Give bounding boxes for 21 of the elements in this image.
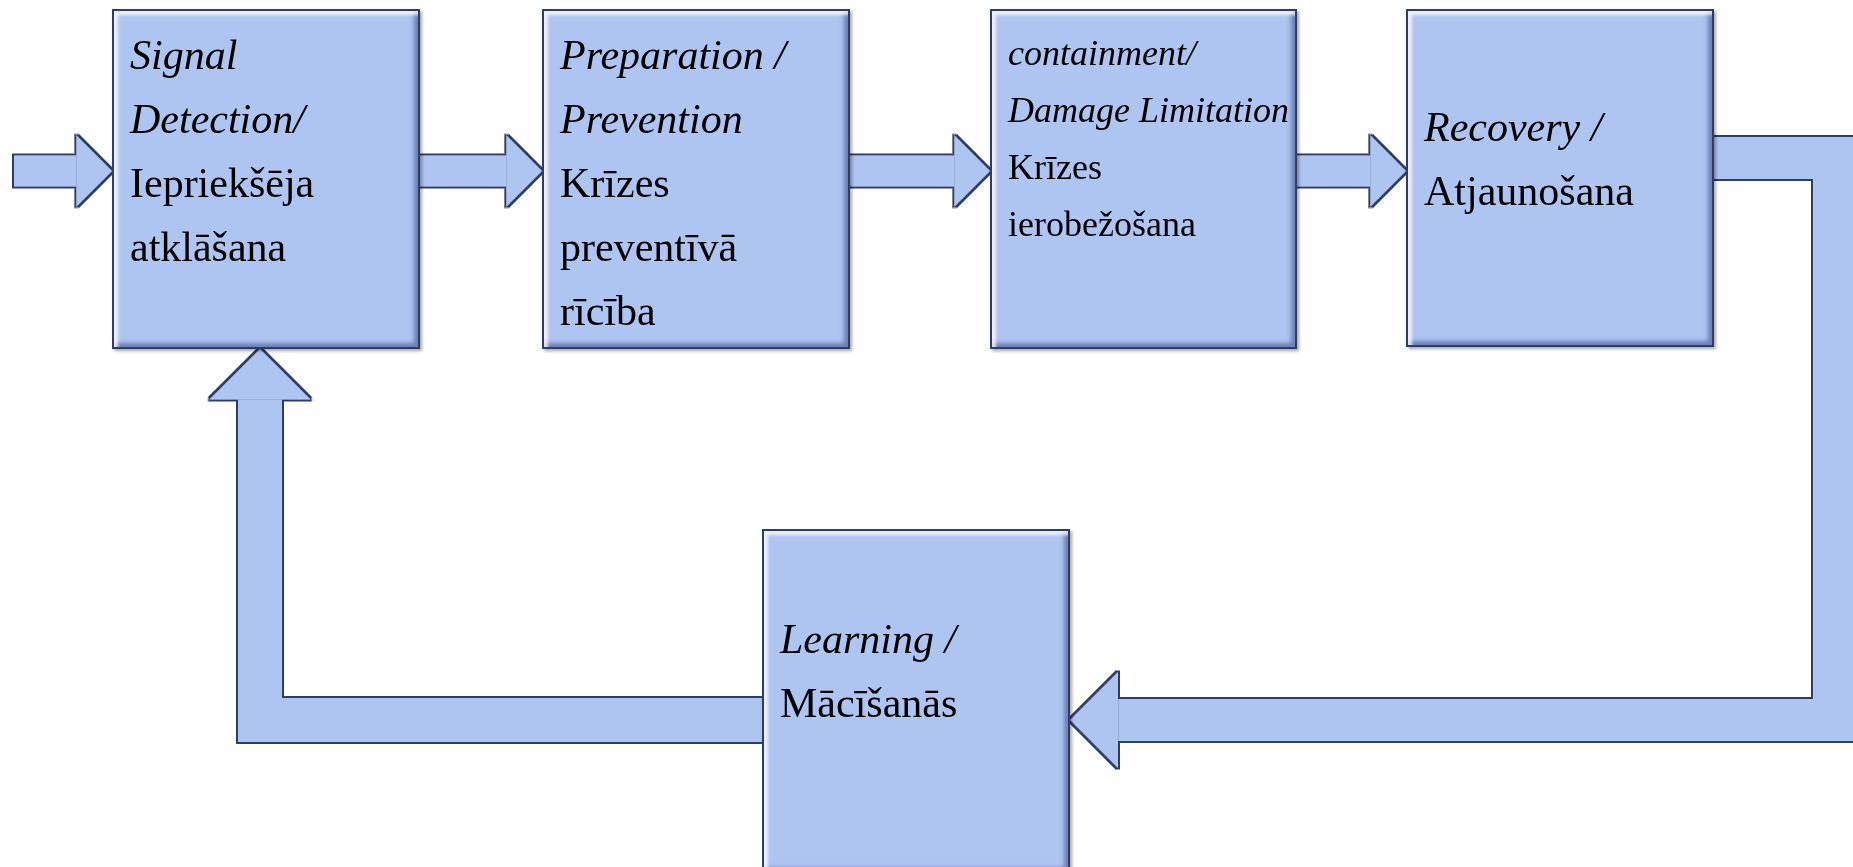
stage-box <box>762 529 1070 867</box>
block-arrow <box>14 135 112 207</box>
stage-box <box>112 9 420 349</box>
block-arrow <box>1070 137 1853 769</box>
stage-label: Atjaunošana <box>1424 167 1635 216</box>
block-arrow <box>420 135 542 207</box>
block-arrow <box>1297 135 1406 207</box>
stage-title: Learning / <box>780 615 960 664</box>
stage-title: containment/ Damage Limitation <box>1008 32 1289 132</box>
stage-label: Krīzes ierobežošana <box>1008 146 1197 246</box>
stage-label: Krīzes preventīvā rīcība <box>560 159 739 336</box>
stage-title: Signal Detection/ <box>130 23 412 151</box>
stage-label: Mācīšanās <box>780 679 959 728</box>
block-arrow <box>850 135 990 207</box>
stage-title: Preparation / Prevention <box>560 23 842 151</box>
stage-title: Recovery / <box>1424 95 1706 159</box>
stage-box <box>542 9 850 349</box>
stage-box <box>990 9 1297 349</box>
stage-box <box>1406 9 1714 347</box>
stage-label: Iepriekšēja atklāšana <box>130 159 316 272</box>
block-arrow <box>209 349 762 742</box>
